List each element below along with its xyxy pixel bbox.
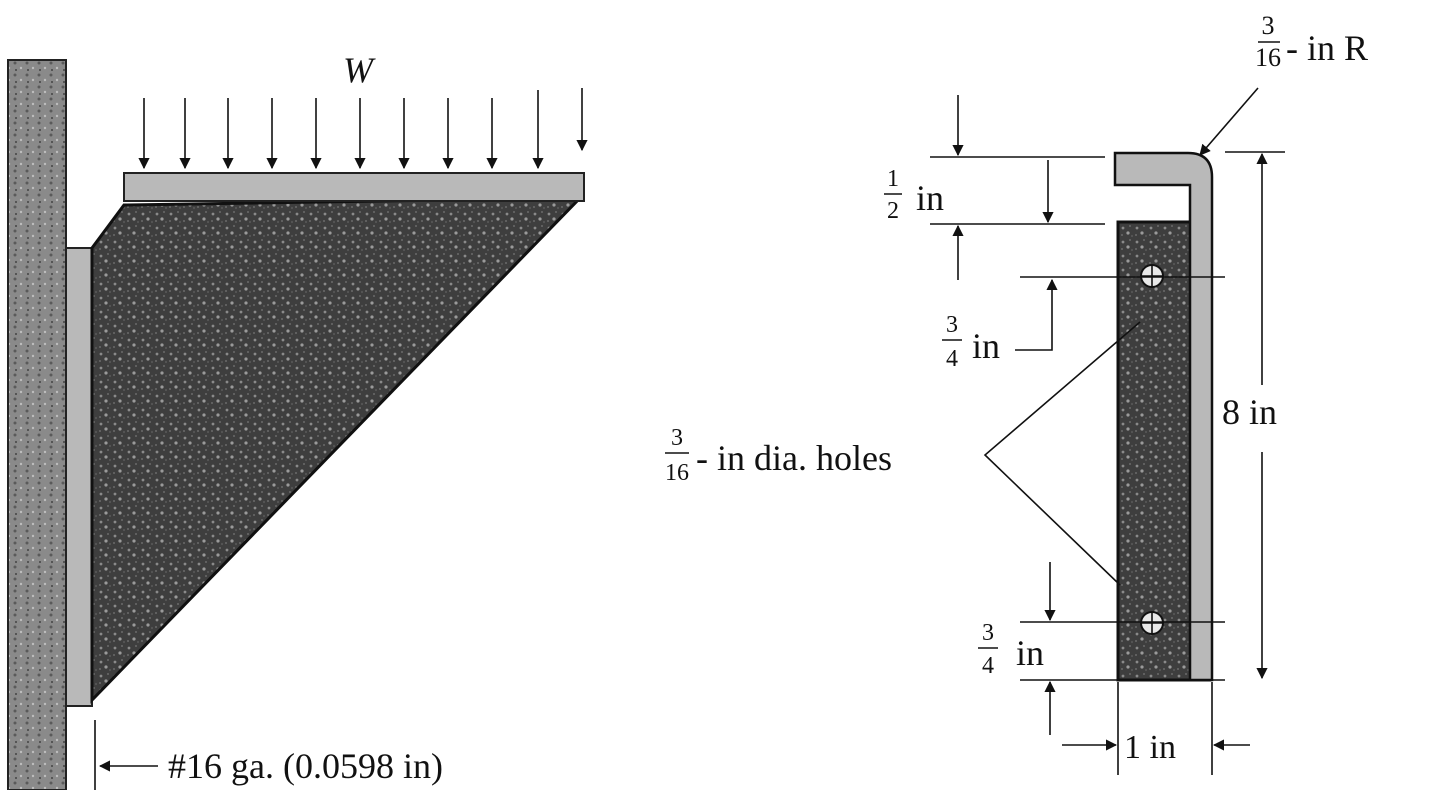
lower-hole-label: 3 4 in [978, 620, 1044, 679]
angle-flange [1113, 151, 1214, 682]
svg-text:4: 4 [946, 346, 958, 372]
svg-text:3: 3 [671, 425, 683, 451]
gauge-label: #16 ga. (0.0598 in) [168, 746, 443, 786]
svg-text:2: 2 [887, 198, 899, 224]
distributed-load-arrows [138, 88, 588, 170]
holes-label: 3 16 - in dia. holes [665, 425, 892, 486]
svg-text:4: 4 [982, 653, 994, 679]
svg-text:3: 3 [982, 620, 994, 646]
vertical-flange [65, 247, 93, 707]
svg-text:1: 1 [887, 166, 899, 192]
left-bracket-figure: W #16 ga. (0.0598 in) [7, 50, 588, 790]
height-label: 8 in [1222, 392, 1277, 432]
width-label: 1 in [1124, 729, 1176, 766]
gusset-plate [90, 196, 584, 704]
right-angle-figure: 3 16 - in R 1 2 in 3 4 in 3 16 - in dia.… [665, 11, 1368, 775]
wall [7, 59, 67, 790]
svg-text:3: 3 [1262, 11, 1275, 40]
radius-label: 3 16 - in R [1255, 11, 1368, 72]
svg-text:in: in [972, 326, 1000, 366]
upper-hole-label: 3 4 in [942, 312, 1000, 372]
svg-text:in: in [916, 178, 944, 218]
load-label: W [343, 50, 376, 90]
svg-text:- in dia. holes: - in dia. holes [696, 438, 892, 478]
svg-text:3: 3 [946, 312, 958, 338]
upper-hole [1140, 264, 1164, 288]
svg-text:16: 16 [1255, 43, 1281, 72]
svg-text:16: 16 [665, 460, 689, 486]
svg-text:in: in [1016, 633, 1044, 673]
top-offset-label: 1 2 in [884, 166, 944, 224]
top-flange [123, 172, 585, 202]
svg-text:- in R: - in R [1286, 28, 1368, 68]
lower-hole [1140, 611, 1164, 635]
